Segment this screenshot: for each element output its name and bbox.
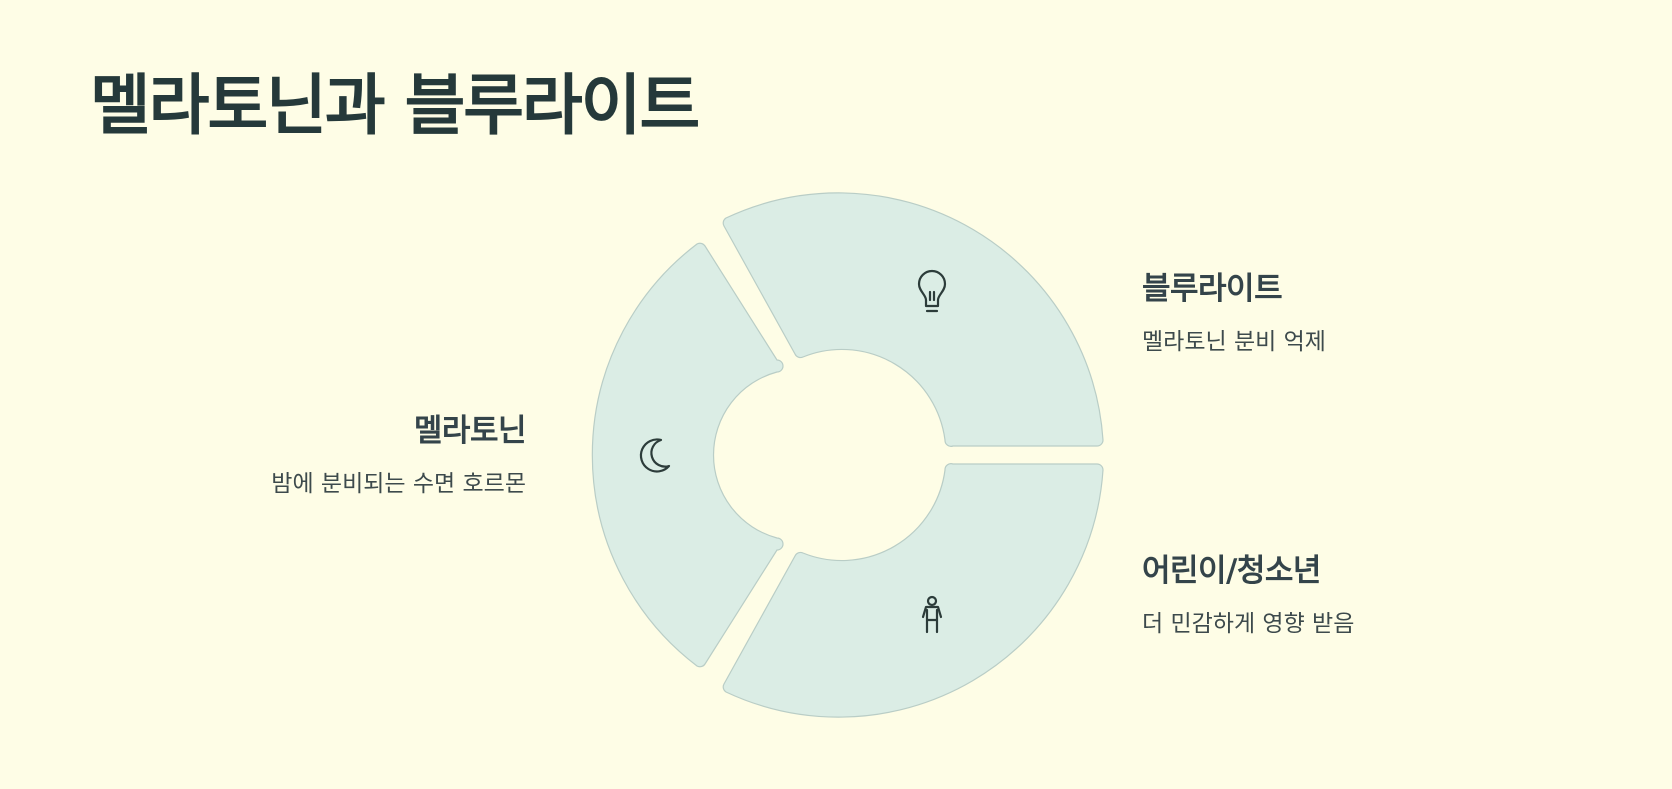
label-melatonin-title: 멜라토닌 (413, 413, 527, 449)
label-children-desc: 더 민감하게 영향 받음 (1142, 611, 1355, 637)
label-melatonin-desc: 밤에 분비되는 수면 호르몬 (271, 471, 526, 497)
lightbulb-icon (917, 269, 947, 313)
label-bluelight-title: 블루라이트 (1142, 271, 1283, 307)
label-children: 어린이/청소년 더 민감하게 영향 받음 (1142, 545, 1354, 638)
label-bluelight: 블루라이트 멜라토닌 분비 억제 (1142, 263, 1326, 356)
segment-children (722, 463, 1104, 718)
segment-melatonin (591, 242, 784, 668)
moon-icon (639, 438, 671, 473)
person-icon (921, 595, 943, 634)
label-children-title: 어린이/청소년 (1142, 553, 1321, 589)
label-melatonin: 멜라토닌 밤에 분비되는 수면 호르몬 (271, 405, 526, 498)
segment-bluelight (722, 192, 1104, 447)
page-title: 멜라토닌과 블루라이트 (90, 67, 700, 144)
label-bluelight-desc: 멜라토닌 분비 억제 (1142, 329, 1326, 355)
